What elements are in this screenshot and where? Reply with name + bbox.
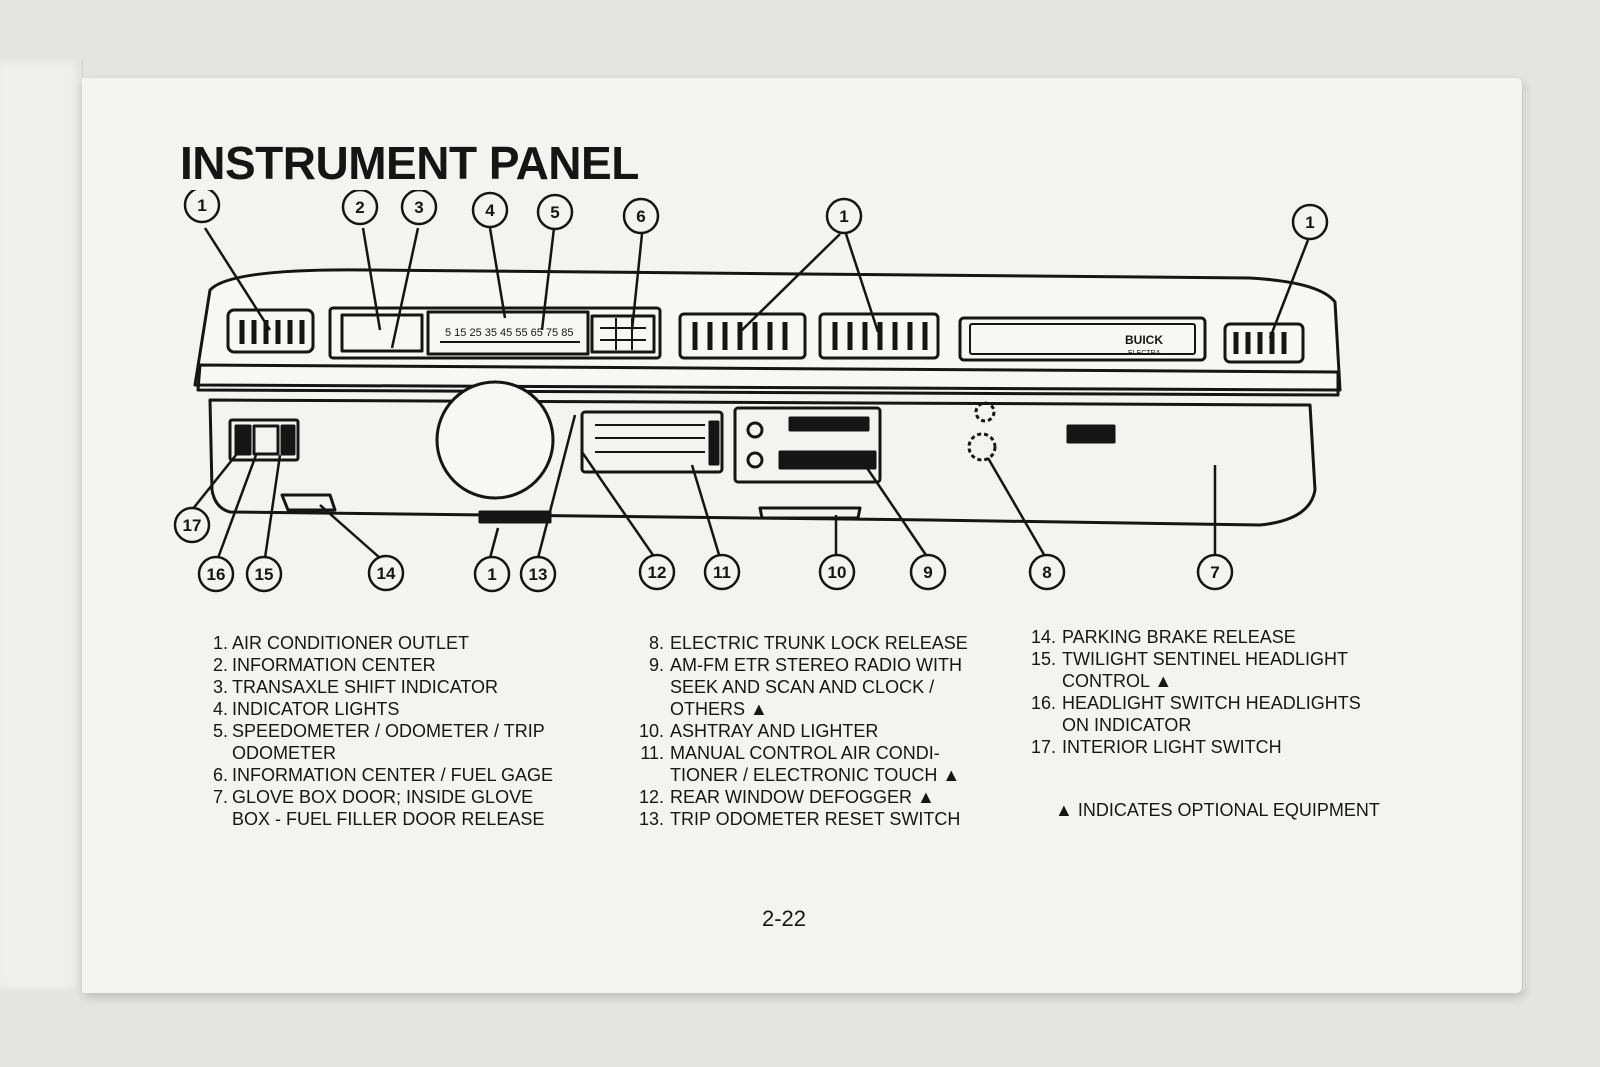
legend-column-1: 1.AIR CONDITIONER OUTLET 2.INFORMATION C… xyxy=(202,632,602,830)
svg-text:6: 6 xyxy=(636,207,645,226)
page-title: INSTRUMENT PANEL xyxy=(180,137,639,189)
instrument-panel-diagram: 5 15 25 35 45 55 65 75 85 BUICK ELECTRA xyxy=(173,190,1342,593)
svg-text:3: 3 xyxy=(414,198,423,217)
svg-text:11: 11 xyxy=(713,563,731,582)
legend-item: 4.INDICATOR LIGHTS xyxy=(212,699,400,719)
speedometer-scale: 5 15 25 35 45 55 65 75 85 xyxy=(445,327,573,339)
legend-item: 7.GLOVE BOX DOOR; INSIDE GLOVE BOX - FUE… xyxy=(212,787,545,829)
headlight-switch-panel-icon xyxy=(228,418,300,462)
svg-text:14: 14 xyxy=(377,564,396,583)
badge-brand: BUICK xyxy=(1125,333,1163,347)
parking-brake-icon xyxy=(280,493,337,512)
left-vent-icon xyxy=(226,308,315,354)
dash-brow xyxy=(196,363,1340,397)
legend-item: 14.PARKING BRAKE RELEASE xyxy=(1030,627,1296,647)
badge-panel: BUICK ELECTRA xyxy=(958,316,1207,362)
svg-text:8: 8 xyxy=(1042,563,1051,582)
steering-column-hub-icon xyxy=(435,380,555,500)
svg-text:1: 1 xyxy=(197,196,206,215)
center-vent-right-icon xyxy=(818,312,940,360)
legend-item: 9.AM-FM ETR STEREO RADIO WITH SEEK AND S… xyxy=(648,655,962,719)
callout-1a: 1 xyxy=(183,190,221,224)
legend-item: 1.AIR CONDITIONER OUTLET xyxy=(212,633,470,653)
callout-3: 3 xyxy=(400,190,438,226)
ashtray-icon xyxy=(758,506,862,520)
optional-equipment-note: ▲ INDICATES OPTIONAL EQUIPMENT xyxy=(1055,800,1380,820)
svg-text:16: 16 xyxy=(207,565,226,584)
callout-16: 16 xyxy=(197,555,235,593)
svg-text:15: 15 xyxy=(255,565,274,584)
callout-6: 6 xyxy=(622,197,660,235)
legend-item: 10.ASHTRAY AND LIGHTER xyxy=(638,721,879,741)
legend-item: 11.MANUAL CONTROL AIR CONDI-TIONER / ELE… xyxy=(640,743,961,785)
legend-item: 8.ELECTRIC TRUNK LOCK RELEASE xyxy=(648,633,968,653)
svg-text:12: 12 xyxy=(648,563,667,582)
callout-5: 5 xyxy=(536,193,574,231)
callout-2: 2 xyxy=(341,190,379,226)
dash-lower-body xyxy=(208,398,1317,527)
legend-item: 6.INFORMATION CENTER / FUEL GAGE xyxy=(212,765,554,785)
instrument-cluster-icon: 5 15 25 35 45 55 65 75 85 xyxy=(328,306,662,360)
svg-text:5: 5 xyxy=(550,203,559,222)
legend-item: 15.TWILIGHT SENTINEL HEADLIGHT CONTROL ▲ xyxy=(1030,649,1348,691)
legend-item: 16.HEADLIGHT SWITCH HEADLIGHTS ON INDICA… xyxy=(1030,693,1361,735)
legend-item: 17.INTERIOR LIGHT SWITCH xyxy=(1030,737,1282,757)
callout-1d: 1 xyxy=(473,555,511,593)
lower-vent-icon xyxy=(478,510,552,524)
svg-text:1: 1 xyxy=(487,565,496,584)
svg-text:9: 9 xyxy=(923,563,932,582)
center-vent-left-icon xyxy=(678,312,807,360)
callout-8: 8 xyxy=(1028,553,1066,591)
svg-text:1: 1 xyxy=(839,207,848,226)
svg-text:7: 7 xyxy=(1210,563,1219,582)
legend-item: 12.REAR WINDOW DEFOGGER ▲ xyxy=(638,787,935,807)
right-vent-icon xyxy=(1223,322,1305,364)
facing-page-edge xyxy=(0,60,83,990)
svg-text:17: 17 xyxy=(183,516,202,535)
badge-model: ELECTRA xyxy=(1128,350,1161,357)
svg-text:13: 13 xyxy=(529,565,548,584)
page-number: 2-22 xyxy=(762,906,807,931)
callout-13: 13 xyxy=(519,555,557,593)
callout-14: 14 xyxy=(367,554,405,592)
legend-item: 5.SPEEDOMETER / ODOMETER / TRIP ODOMETER xyxy=(212,721,545,763)
legend-column-2: 8.ELECTRIC TRUNK LOCK RELEASE 9.AM-FM ET… xyxy=(628,632,988,830)
callout-4: 4 xyxy=(471,191,509,229)
callout-12: 12 xyxy=(638,553,676,591)
legend-item: 3.TRANSAXLE SHIFT INDICATOR xyxy=(212,677,499,697)
svg-text:2: 2 xyxy=(355,198,364,217)
svg-text:1: 1 xyxy=(1305,213,1314,232)
svg-text:10: 10 xyxy=(828,563,847,582)
callout-10: 10 xyxy=(818,553,856,591)
callout-1c: 1 xyxy=(1291,203,1329,241)
legend-column-3: 14.PARKING BRAKE RELEASE 15.TWILIGHT SEN… xyxy=(1020,626,1400,758)
radio-icon xyxy=(733,406,882,484)
legend-item: 13.TRIP ODOMETER RESET SWITCH xyxy=(638,809,961,829)
callout-7: 7 xyxy=(1196,553,1234,591)
legend-item: 2.INFORMATION CENTER xyxy=(212,655,436,675)
callout-11: 11 xyxy=(703,553,741,591)
trunk-release-icon xyxy=(967,401,997,462)
svg-text:4: 4 xyxy=(485,201,495,220)
callout-17: 17 xyxy=(173,506,211,544)
callout-1b: 1 xyxy=(825,197,863,235)
callout-9: 9 xyxy=(909,553,947,591)
climate-control-icon xyxy=(580,410,724,474)
glove-box-latch-icon xyxy=(1066,424,1116,444)
manual-page xyxy=(82,78,1522,993)
callout-15: 15 xyxy=(245,555,283,593)
